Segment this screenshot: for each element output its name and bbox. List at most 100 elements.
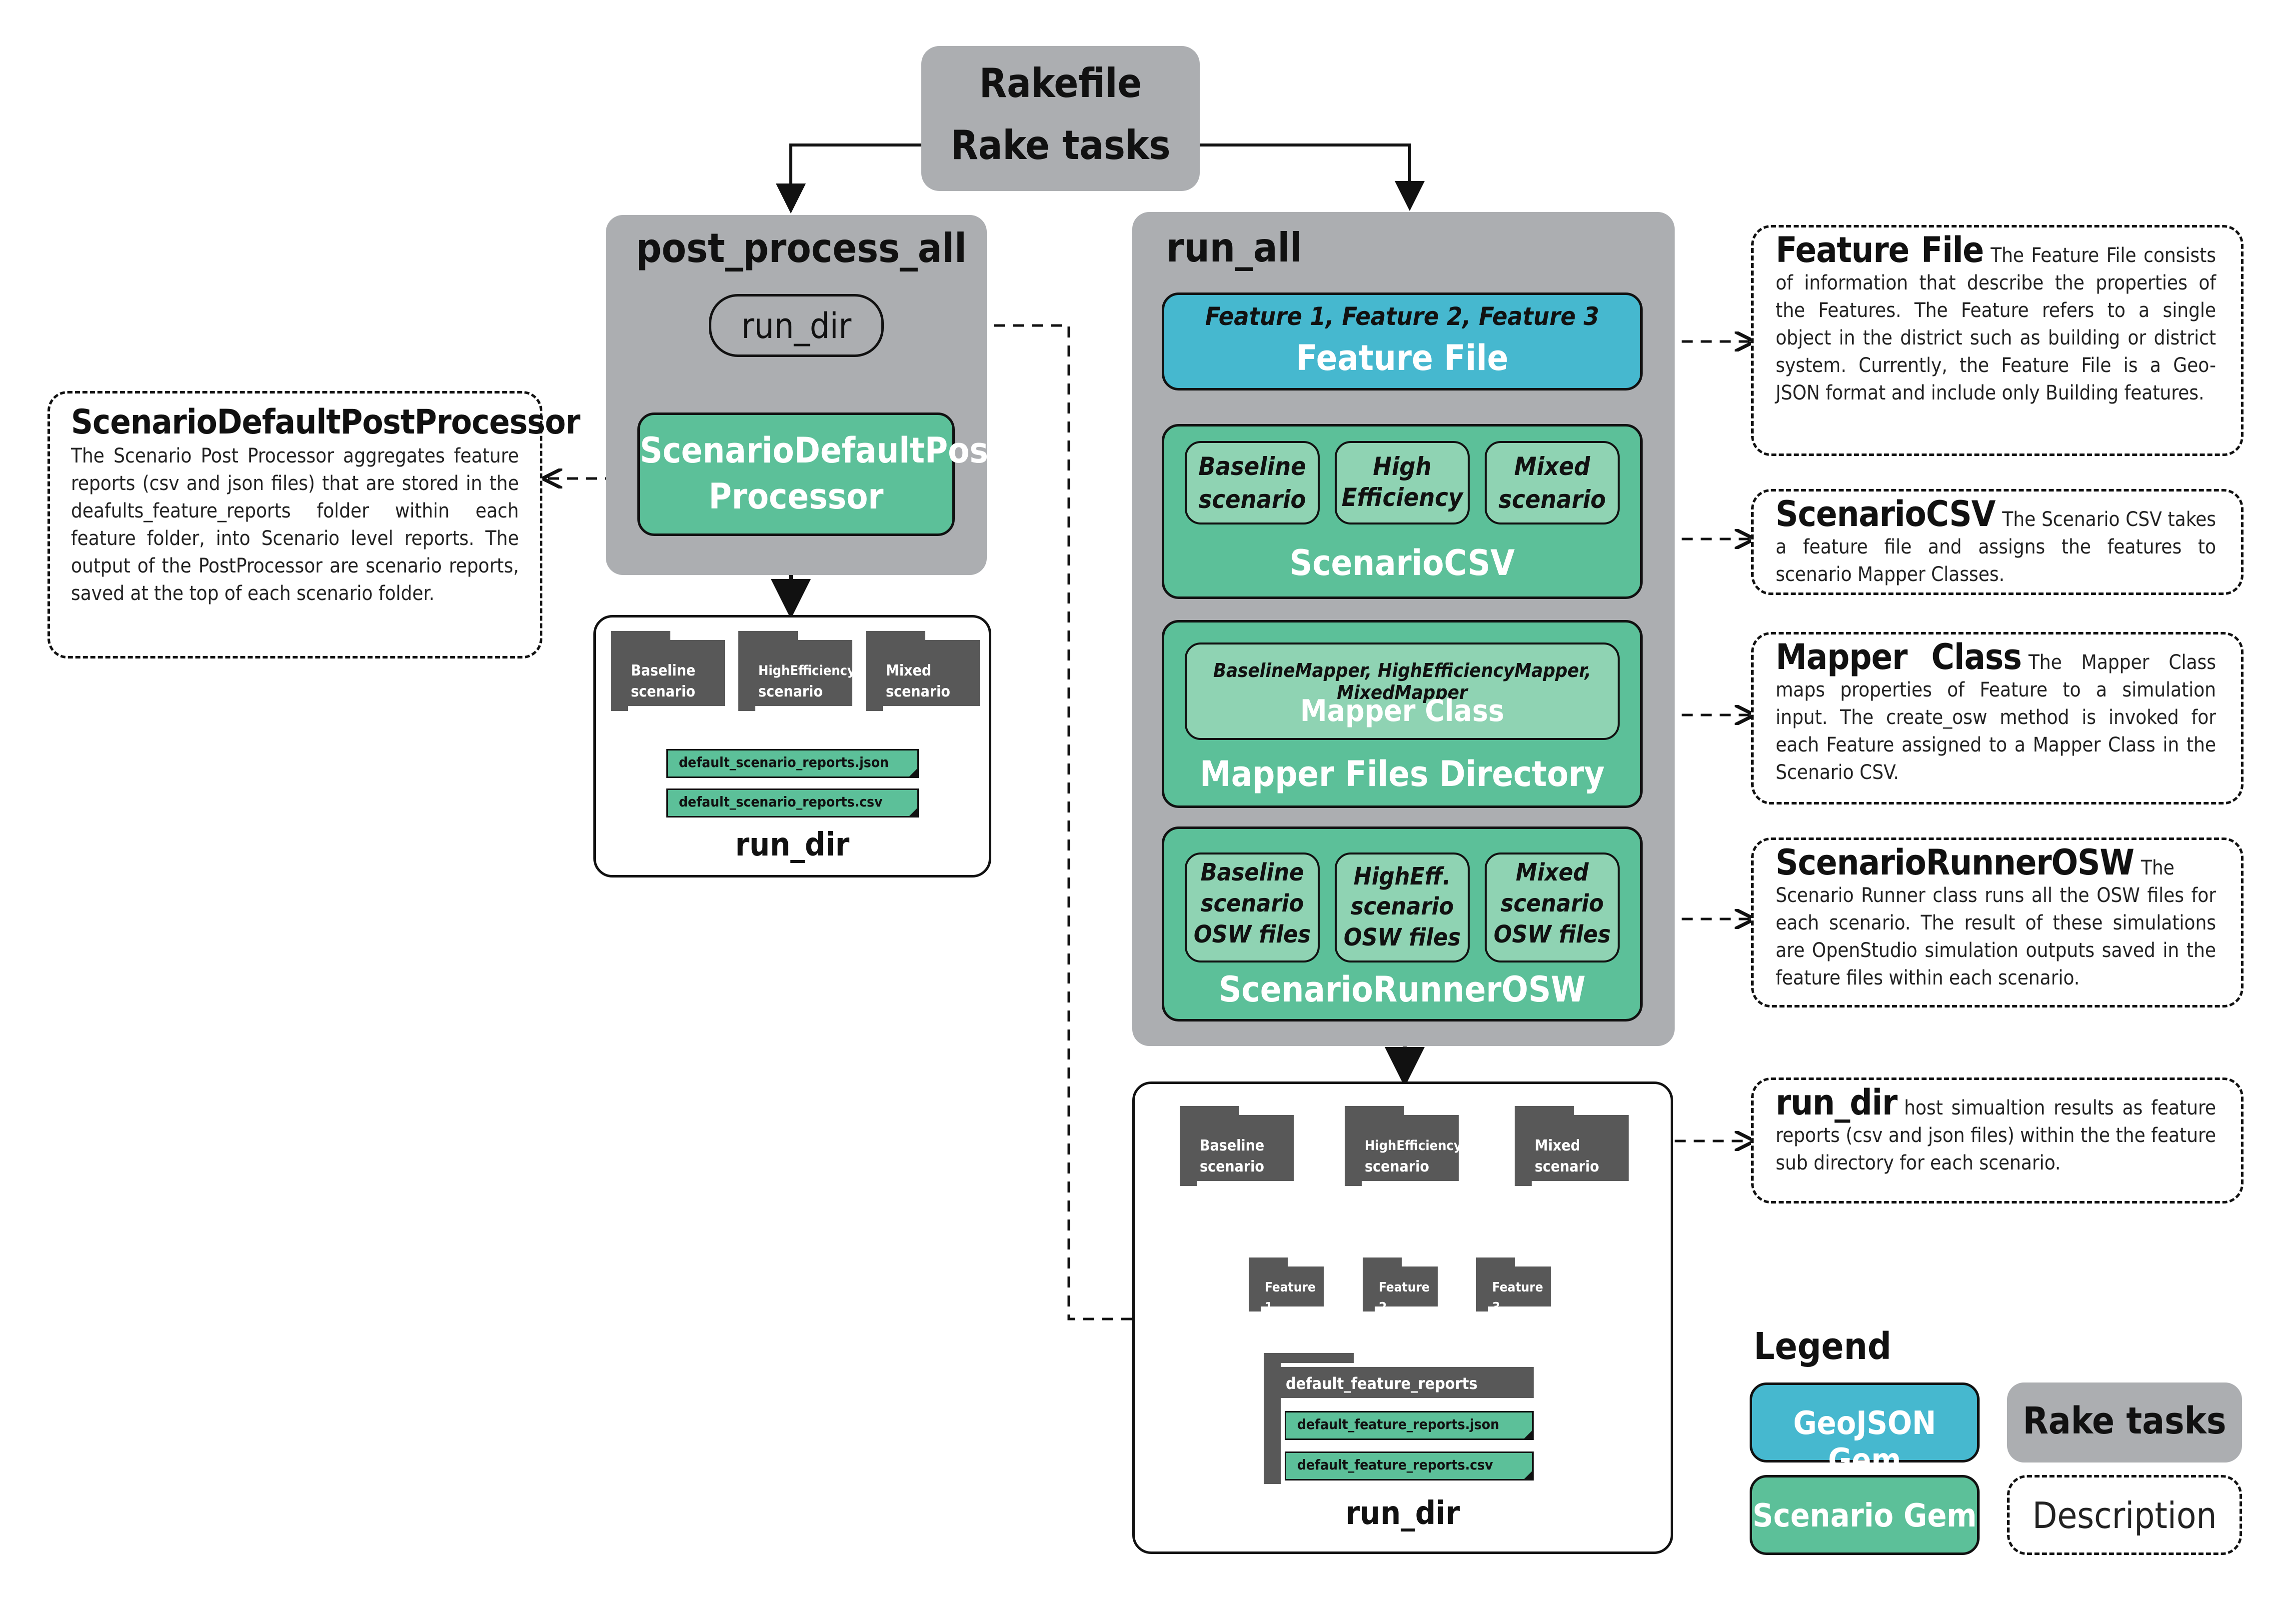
scenario-runner-osw-title: ScenarioRunnerOSW	[1219, 969, 1586, 1010]
runner-mixed-line2: scenario	[1500, 890, 1604, 918]
folder-icon: Feature 2	[1363, 1258, 1438, 1315]
folder-icon: HighEfficiency scenario	[738, 631, 855, 711]
scenario-default-post-processor-box: ScenarioDefaultPost Processor	[637, 412, 1004, 536]
legend-rake-label: Rake tasks	[2023, 1400, 2227, 1442]
runner-higheff-osw: HighEff. scenario OSW files	[1335, 852, 1470, 962]
runner-mixed-line3: OSW files	[1493, 920, 1611, 948]
rakefile-box: Rakefile Rake tasks	[921, 46, 1200, 191]
scenario-runner-description-text: The Scenario Runner class runs all the O…	[1776, 856, 2216, 990]
mapper-class-box: BaselineMapper, HighEfficiencyMapper, Mi…	[1185, 642, 1620, 740]
processor-label-line1: ScenarioDefaultPost	[640, 430, 1004, 471]
folder-icon: Feature 3	[1476, 1258, 1551, 1315]
file-icon: default_feature_reports.csv	[1285, 1452, 1534, 1480]
rakefile-title: Rakefile	[979, 60, 1142, 106]
run-file-json: default_feature_reports.json	[1297, 1416, 1500, 1432]
scenario-csv-description-title: ScenarioCSV	[1776, 494, 1996, 534]
csv-baseline-line2: scenario	[1198, 485, 1306, 514]
feature-file-description-title: Feature File	[1776, 230, 1984, 270]
folder-icon: Feature 1	[1249, 1258, 1324, 1315]
scenario-csv-mixed: Mixed scenario	[1485, 441, 1620, 524]
runner-mixed-line1: Mixed	[1516, 858, 1589, 886]
post-folder-baseline-line2: scenario	[631, 683, 695, 700]
runner-higheff-line3: OSW files	[1343, 924, 1461, 952]
folder-icon: Baseline scenario	[1180, 1106, 1294, 1186]
post-output-caption: run_dir	[735, 826, 850, 864]
legend-description: Description	[2007, 1475, 2242, 1555]
post-file-json: default_scenario_reports.json	[679, 754, 889, 770]
file-icon: default_scenario_reports.json	[666, 749, 919, 778]
mapper-list: BaselineMapper, HighEfficiencyMapper, Mi…	[1213, 660, 1591, 704]
run-folder-baseline-line2: scenario	[1200, 1158, 1264, 1176]
feature-file-box: Feature 1, Feature 2, Feature 3 Feature …	[1162, 292, 1643, 390]
feature-file-description-text: The Feature File consists of information…	[1776, 244, 2216, 404]
post-folder-baseline-line1: Baseline	[631, 662, 696, 680]
feature-3-folder-label: Feature 3	[1492, 1280, 1543, 1315]
run-folder-mixed-line2: scenario	[1535, 1158, 1599, 1176]
legend-scenario-gem: Scenario Gem	[1750, 1475, 1980, 1555]
scenario-runner-description-title: ScenarioRunnerOSW	[1776, 842, 2135, 883]
post-processor-description-title: ScenarioDefaultPostProcessor	[71, 402, 580, 442]
folder-icon: Mixed scenario	[866, 631, 980, 711]
legend-geojson-gem: GeoJSON Gem	[1750, 1382, 1980, 1479]
legend-rake-tasks: Rake tasks	[2007, 1382, 2242, 1462]
csv-mixed-line2: scenario	[1498, 485, 1606, 514]
run-dir-pill: run_dir	[709, 294, 884, 357]
mapper-class-title: Mapper Class	[1300, 694, 1505, 728]
arrow-rake-to-post	[776, 144, 921, 214]
scenario-csv-baseline: Baseline scenario	[1185, 441, 1320, 524]
post-folder-high-line1: HighEfficiency	[758, 663, 855, 678]
folder-icon: default_feature_reports	[1264, 1353, 1534, 1484]
feature-file-title: Feature File	[1296, 338, 1509, 378]
runner-higheff-line1: HighEff.	[1353, 862, 1451, 890]
csv-high-line2: Efficiency	[1341, 483, 1463, 512]
post-folder-mixed-line1: Mixed	[886, 662, 932, 680]
post-file-csv: default_scenario_reports.csv	[679, 794, 883, 810]
csv-high-line1: High	[1373, 452, 1432, 481]
feature-list: Feature 1, Feature 2, Feature 3	[1205, 302, 1600, 331]
run-folder-high-line1: HighEfficiency	[1365, 1138, 1462, 1154]
scenario-csv-description-text: The Scenario CSV takes a feature file an…	[1776, 508, 2216, 586]
folder-icon: Baseline scenario	[611, 631, 725, 711]
legend-title: Legend	[1754, 1325, 1892, 1368]
rakefile-subtitle: Rake tasks	[950, 122, 1171, 168]
run-all-title: run_all	[1166, 224, 1302, 271]
run-output-caption: run_dir	[1345, 1495, 1460, 1532]
runner-mixed-osw: Mixed scenario OSW files	[1485, 852, 1620, 962]
run-folder-baseline-line1: Baseline	[1200, 1137, 1265, 1154]
legend-description-label: Description	[2032, 1494, 2217, 1536]
runner-baseline-line1: Baseline	[1200, 858, 1304, 886]
run-dir-pill-label: run_dir	[741, 306, 852, 346]
legend-scenario-label: Scenario Gem	[1752, 1498, 1977, 1534]
file-icon: default_feature_reports.json	[1285, 1411, 1534, 1440]
run-folder-high-line2: scenario	[1365, 1158, 1429, 1176]
run-folder-mixed-line1: Mixed	[1535, 1137, 1581, 1154]
folder-icon: Mixed scenario	[1515, 1106, 1629, 1186]
legend-geojson-label: GeoJSON Gem	[1793, 1405, 1936, 1479]
default-feature-reports-label: default_feature_reports	[1286, 1374, 1478, 1393]
file-icon: default_scenario_reports.csv	[666, 788, 919, 818]
post-processor-description: ScenarioDefaultPostProcessor The Scenari…	[47, 391, 580, 658]
run-file-csv: default_feature_reports.csv	[1297, 1456, 1493, 1473]
feature-1-folder-label: Feature 1	[1265, 1280, 1316, 1315]
post-process-all-title: post_process_all	[636, 225, 967, 272]
processor-label-line2: Processor	[708, 476, 884, 517]
scenario-csv-title: ScenarioCSV	[1289, 542, 1515, 584]
run-dir-description-title: run_dir	[1776, 1082, 1898, 1123]
post-processor-description-text: The Scenario Post Processor aggregates f…	[71, 444, 519, 605]
post-folder-mixed-line2: scenario	[886, 683, 950, 700]
runner-higheff-line2: scenario	[1350, 892, 1454, 920]
post-folder-high-line2: scenario	[758, 683, 823, 700]
mapper-class-description-text: The Mapper Class maps properties of Feat…	[1776, 651, 2217, 784]
csv-mixed-line1: Mixed	[1514, 452, 1590, 481]
csv-baseline-line1: Baseline	[1198, 452, 1306, 481]
run-dir-description-text: host simualtion results as feature repor…	[1776, 1096, 2216, 1174]
arrow-rake-to-run	[1200, 144, 1425, 211]
runner-baseline-osw: Baseline scenario OSW files	[1185, 852, 1320, 962]
scenario-csv-high-efficiency: High Efficiency	[1335, 441, 1470, 524]
feature-2-folder-label: Feature 2	[1379, 1280, 1430, 1315]
